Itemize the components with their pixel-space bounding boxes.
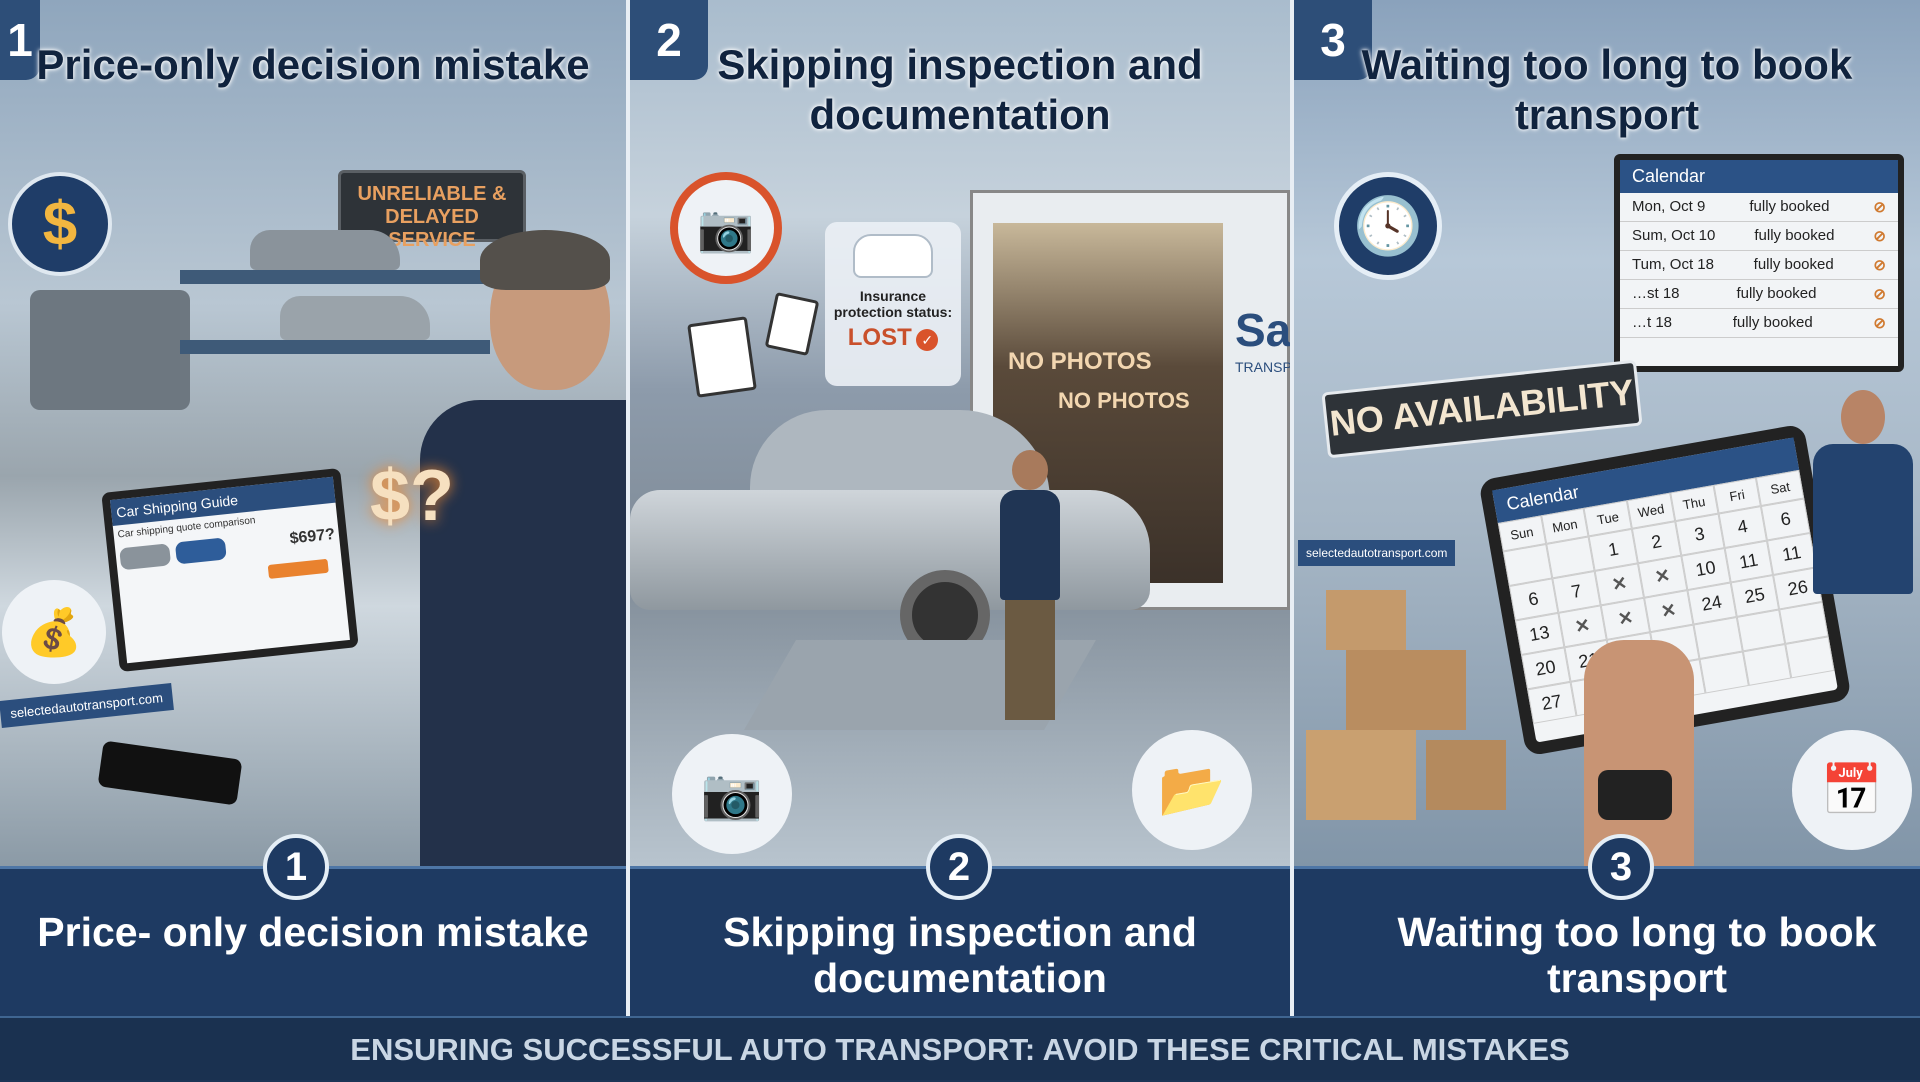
calendar-row: …st 18 fully booked ⊘ bbox=[1620, 280, 1898, 309]
hand-pointing bbox=[1584, 640, 1694, 866]
blocked-icon: ⊘ bbox=[1873, 315, 1886, 332]
book-button[interactable] bbox=[267, 558, 329, 579]
panel-divider bbox=[1290, 0, 1294, 1016]
car-carrier-truck bbox=[30, 230, 490, 430]
blocked-icon: ⊘ bbox=[1873, 228, 1886, 245]
panel-title: Waiting too long to book transport bbox=[1361, 41, 1853, 138]
smartwatch bbox=[1598, 770, 1672, 820]
quote-price: $697? bbox=[288, 525, 336, 548]
day-cell[interactable] bbox=[1699, 651, 1749, 694]
panel-waiting-too-long: 3 Waiting too long to book transport 🕓 C… bbox=[1294, 0, 1920, 866]
no-photos-text: NO PHOTOS bbox=[1058, 388, 1190, 413]
check-icon: ✓ bbox=[916, 329, 939, 351]
status: fully booked bbox=[1753, 256, 1834, 273]
panel-price-only: 1 Price-only decision mistake $ UNRELIAB… bbox=[0, 0, 626, 866]
status: fully booked bbox=[1754, 227, 1835, 244]
calendar-row: …t 18 fully booked ⊘ bbox=[1620, 309, 1898, 338]
blocked-icon: ⊘ bbox=[1873, 199, 1886, 216]
car-icon bbox=[853, 234, 933, 278]
unreliable-service-sign: UNRELIABLE & DELAYED SERVICE bbox=[338, 170, 526, 251]
insurance-status: LOST bbox=[847, 324, 912, 351]
date: …st 18 bbox=[1632, 285, 1680, 302]
calendar-row: Sum, Oct 10 fully booked ⊘ bbox=[1620, 222, 1898, 251]
truck-brand-sub: TRANSPORT bbox=[1235, 359, 1290, 375]
money-bag-warning-icon: 💰 bbox=[2, 580, 106, 684]
panel-divider bbox=[626, 0, 630, 1016]
wall-calendar: Calendar Mon, Oct 9 fully booked ⊘ Sum, Oc… bbox=[1614, 154, 1904, 372]
blocked-icon: ⊘ bbox=[1873, 286, 1886, 303]
day-cell[interactable] bbox=[1742, 643, 1792, 686]
date: Tum, Oct 18 bbox=[1632, 256, 1714, 273]
dollar-icon: $ bbox=[8, 172, 112, 276]
day-cell[interactable] bbox=[1785, 636, 1835, 679]
day-cell[interactable]: 27 bbox=[1527, 681, 1577, 724]
no-photos-text: NO PHOTOS bbox=[1008, 348, 1152, 375]
website-label: selectedautotransport.com bbox=[0, 683, 175, 728]
status: fully booked bbox=[1736, 285, 1817, 302]
laptop-screen: Car Shipping Guide Car shipping quote co… bbox=[101, 467, 359, 673]
businessman bbox=[400, 230, 626, 866]
step-badge-2: 2 bbox=[926, 834, 992, 900]
folder-icon: 📂 bbox=[1132, 730, 1252, 850]
date: Mon, Oct 9 bbox=[1632, 198, 1706, 215]
step-badge-3: 3 bbox=[1588, 834, 1654, 900]
panel-title: Price-only decision mistake bbox=[36, 41, 590, 88]
insurance-status-card: Insurance protection status: LOST ✓ bbox=[825, 222, 961, 386]
document-icon bbox=[687, 316, 757, 398]
status: fully booked bbox=[1732, 314, 1813, 331]
price-question-text: $? bbox=[370, 456, 455, 536]
blocked-icon: ⊘ bbox=[1873, 257, 1886, 274]
website-label: selectedautotransport.com bbox=[1298, 540, 1456, 566]
calendar-blocked-icon: 📅 bbox=[1792, 730, 1912, 850]
status: fully booked bbox=[1749, 198, 1830, 215]
inspector-worker bbox=[1000, 450, 1060, 730]
document-icon bbox=[764, 292, 820, 356]
truck-brand: Safe bbox=[1235, 304, 1290, 356]
date: …t 18 bbox=[1632, 314, 1673, 331]
panel-number: 1 bbox=[0, 0, 40, 80]
clock-icon: 🕓 bbox=[1334, 172, 1442, 280]
smartphone bbox=[97, 740, 243, 806]
bottom-banner: ENSURING SUCCESSFUL AUTO TRANSPORT: AVOI… bbox=[0, 1016, 1920, 1080]
insurance-label: Insurance protection status: bbox=[833, 288, 953, 320]
date: Sum, Oct 10 bbox=[1632, 227, 1716, 244]
panel-skipping-inspection: 2 Skipping inspection and documentation … bbox=[630, 0, 1290, 866]
panel-title: Skipping inspection and documentation bbox=[717, 41, 1203, 138]
calendar-row: Tum, Oct 18 fully booked ⊘ bbox=[1620, 251, 1898, 280]
silver-sedan bbox=[630, 410, 1150, 660]
moving-boxes bbox=[1306, 590, 1516, 830]
no-availability-sign: NO AVAILABILITY bbox=[1321, 359, 1643, 459]
panel-number: 2 bbox=[630, 0, 708, 80]
panel-number: 3 bbox=[1294, 0, 1372, 80]
stressed-man bbox=[1808, 390, 1918, 610]
step-badge-1: 1 bbox=[263, 834, 329, 900]
calendar-row: Mon, Oct 9 fully booked ⊘ bbox=[1620, 193, 1898, 222]
no-camera-icon: 📷 bbox=[672, 734, 792, 854]
no-camera-icon: 📷 bbox=[670, 172, 782, 284]
wall-calendar-title: Calendar bbox=[1620, 160, 1898, 193]
